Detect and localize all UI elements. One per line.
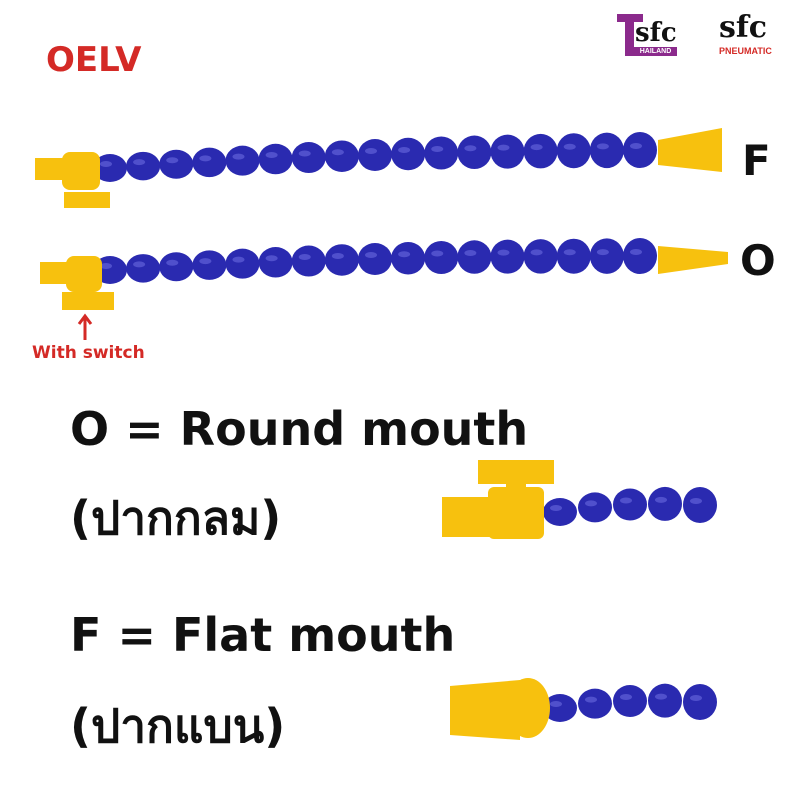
- hose-bottom-segment: [556, 238, 591, 274]
- hose-flat-detail-segment: [543, 694, 577, 722]
- hose-top-segment: [457, 135, 492, 170]
- round-mouth-thai: (ปากกลม): [70, 491, 282, 545]
- hose-top-segment: [490, 134, 525, 169]
- hose-bottom-segment: [523, 239, 558, 274]
- hose-bottom-segment: [490, 239, 525, 274]
- hose-bottom-segment: [424, 241, 459, 275]
- hose-round-detail-segment: [613, 488, 647, 521]
- hose-top-segment: [192, 147, 227, 178]
- hose-top-segment: [391, 137, 426, 171]
- hose-bottom-segment: [589, 238, 624, 274]
- hose-round-detail-segment: [578, 492, 612, 523]
- hose-bottom-segment: [457, 240, 492, 274]
- hose-top-segment: [324, 140, 359, 172]
- hose-top-segment: [159, 149, 194, 179]
- hose-bottom-segment: [225, 248, 260, 279]
- hose-bottom-segment: [291, 245, 326, 277]
- product-code-title: OELV: [46, 40, 142, 80]
- hose-top-segment: [93, 154, 127, 182]
- hose-bottom-segment: [192, 250, 227, 280]
- hose-bottom-segment: [126, 254, 161, 283]
- hose-bottom-segment: [258, 247, 293, 278]
- hose-top-segment: [258, 143, 293, 175]
- switch-note: With switch: [32, 343, 145, 363]
- tsfc-thailand-logo: sfc HAILAND: [617, 14, 677, 56]
- hose-bottom-segment: [391, 241, 426, 275]
- sfc-pneumatic-logo: sfc PNEUMATIC: [719, 10, 772, 56]
- hose-bottom-segment: [159, 252, 194, 282]
- hose-top-segment: [589, 132, 624, 169]
- hose-top-segment: [556, 133, 591, 169]
- hose-round-detail-segment: [543, 498, 577, 526]
- hose-flat-detail-segment: [613, 685, 647, 717]
- hose-flat-detail-segment: [578, 688, 612, 719]
- arrow-up-icon: [77, 313, 93, 340]
- hose-bottom-segment: [324, 244, 359, 276]
- hose-top-segment: [424, 136, 459, 170]
- hose-top-segment: [225, 145, 260, 176]
- hose-bottom-segment: [358, 243, 392, 275]
- round-mouth-legend: O = Round mouth: [70, 402, 529, 456]
- hose-top-segment: [623, 132, 657, 168]
- flat-label: F: [742, 136, 771, 185]
- hose-top-segment: [523, 133, 558, 169]
- hose-top-segment: [358, 139, 392, 171]
- flat-mouth-legend: F = Flat mouth: [70, 608, 456, 662]
- hose-top-segment: [291, 142, 326, 174]
- hose-round-detail-segment: [648, 486, 682, 521]
- hose-flat-detail-segment: [683, 684, 717, 720]
- round-label: O: [740, 236, 776, 285]
- flat-mouth-thai: (ปากแบน): [70, 699, 286, 753]
- hose-round-detail-segment: [683, 487, 717, 523]
- hose-bottom-segment: [623, 238, 657, 274]
- hose-flat-detail-segment: [648, 683, 682, 718]
- hose-top-segment: [126, 151, 161, 181]
